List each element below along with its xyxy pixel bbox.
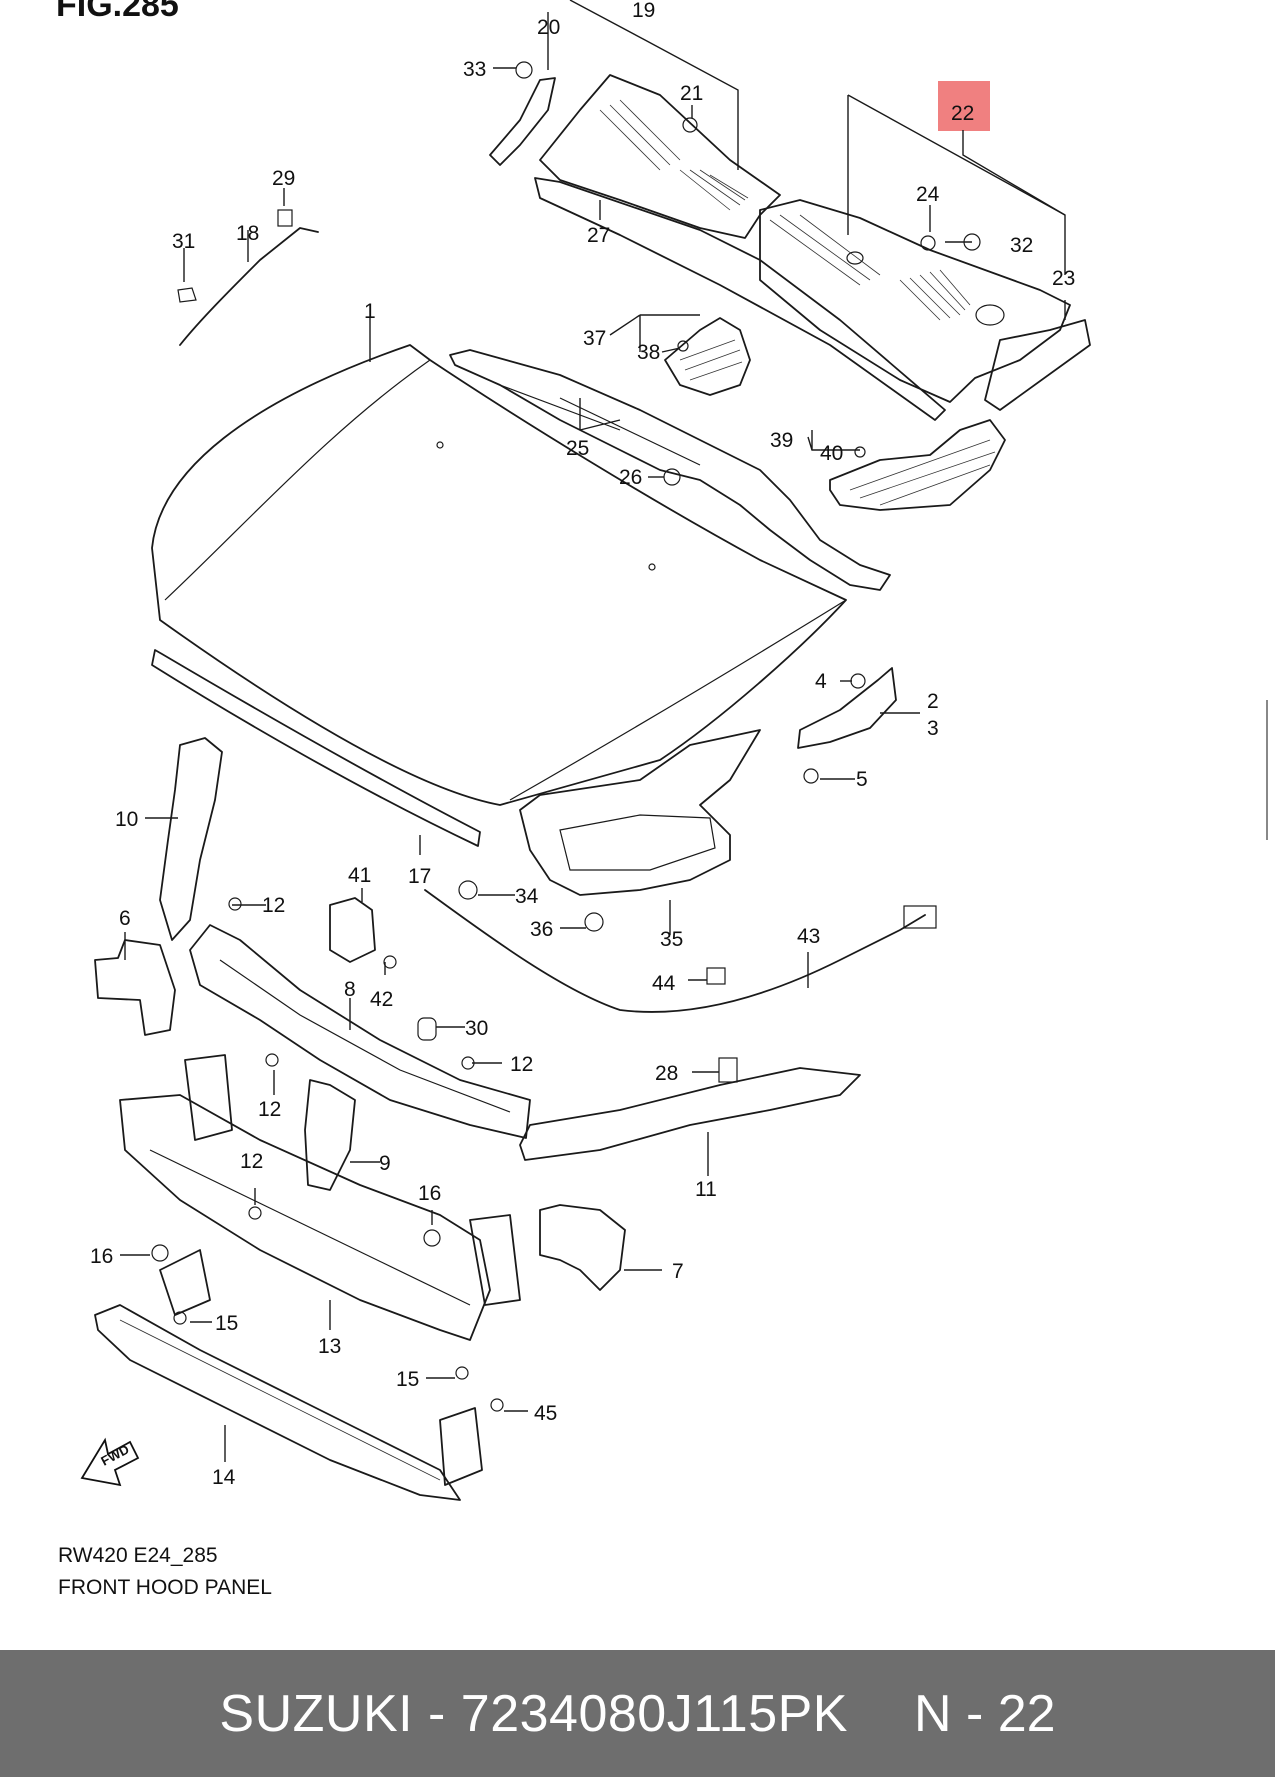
label-37: 37 [583,327,606,350]
label-44: 44 [652,972,676,995]
label-1: 1 [364,300,376,323]
footer-bar: SUZUKI - 7234080J115PK N - 22 [0,1650,1275,1777]
fwd-arrow-icon: FWD [80,1437,140,1487]
label-19: 19 [632,0,655,22]
label-16b: 16 [418,1182,441,1205]
label-12d: 12 [240,1150,263,1173]
hood-panel [151,344,847,896]
lower-member-14 [94,1304,461,1501]
label-12a: 12 [262,894,285,917]
label-24: 24 [916,183,940,206]
label-29: 29 [272,167,295,190]
label-22: 22 [951,102,974,125]
parts-diagram: FIG.285 [56,0,1275,1599]
cowl-top-upper [489,74,946,421]
label-17: 17 [408,865,431,888]
label-8: 8 [344,978,356,1001]
lower-bracket-right [439,1407,483,1486]
diagram-code: RW420 E24_285 [58,1544,218,1567]
lower-bracket-left [159,1249,211,1316]
label-27: 27 [587,224,610,247]
bracket-6 [94,939,176,1036]
part-number: SUZUKI - 7234080J115PK [219,1684,848,1743]
label-28: 28 [655,1062,678,1085]
label-12b: 12 [258,1098,281,1121]
label-35: 35 [660,928,683,951]
label-20: 20 [537,16,560,39]
label-34: 34 [515,885,539,908]
hood-hinge [797,667,897,749]
label-21: 21 [680,82,703,105]
label-41: 41 [348,864,371,887]
diagram-title: FRONT HOOD PANEL [58,1576,272,1599]
label-15b: 15 [396,1368,419,1391]
label-14: 14 [212,1466,236,1489]
label-10: 10 [115,808,138,831]
label-39: 39 [770,429,793,452]
right-edge-marker [1266,700,1275,840]
label-45: 45 [534,1402,557,1425]
label-18: 18 [236,222,259,245]
exploded-view-drawing: FWD [80,0,1091,1501]
cowl-side-cover-37 [664,317,751,396]
position-reference: N - 22 [914,1684,1056,1743]
bracket-7 [539,1204,626,1291]
side-member-10 [159,737,223,941]
release-cable [424,889,926,1013]
hood-rear-reinforcement [449,349,891,591]
stay-holder-29 [277,209,293,227]
label-13: 13 [318,1335,341,1358]
label-23: 23 [1052,267,1075,290]
label-3: 3 [927,717,939,740]
label-32: 32 [1010,234,1033,257]
figure-number-clipped: FIG.285 [56,0,179,24]
bumper-reinforcement [119,1054,521,1341]
label-9: 9 [379,1152,391,1175]
label-33: 33 [463,58,486,81]
member-11 [519,1067,861,1161]
hood-front-seal [151,649,481,847]
fasteners [151,61,981,1412]
stay-clip-31 [177,287,197,303]
label-38: 38 [637,341,660,364]
release-handle [903,905,937,929]
label-31: 31 [172,230,195,253]
label-7: 7 [672,1260,684,1283]
cowl-top-panel [759,199,1091,411]
label-4: 4 [815,670,827,693]
label-25: 25 [566,437,589,460]
cowl-side-bracket [489,77,556,166]
highlight-box [938,81,990,131]
label-5: 5 [856,768,868,791]
bracket-9 [304,1079,356,1191]
label-11: 11 [695,1178,717,1201]
upper-member-8 [189,924,531,1139]
label-15a: 15 [215,1312,238,1335]
label-6: 6 [119,907,131,930]
label-42: 42 [370,988,393,1011]
label-26: 26 [619,466,642,489]
label-40: 40 [820,442,843,465]
label-30: 30 [465,1017,488,1040]
hood-lock [329,897,376,963]
label-2: 2 [927,690,939,713]
cowl-side-cover-39 [829,419,1006,511]
hood-stay-rod [179,227,319,346]
label-12c: 12 [510,1053,533,1076]
label-43: 43 [797,925,820,948]
label-16a: 16 [90,1245,113,1268]
leader-lines [120,0,1066,1462]
label-36: 36 [530,918,553,941]
